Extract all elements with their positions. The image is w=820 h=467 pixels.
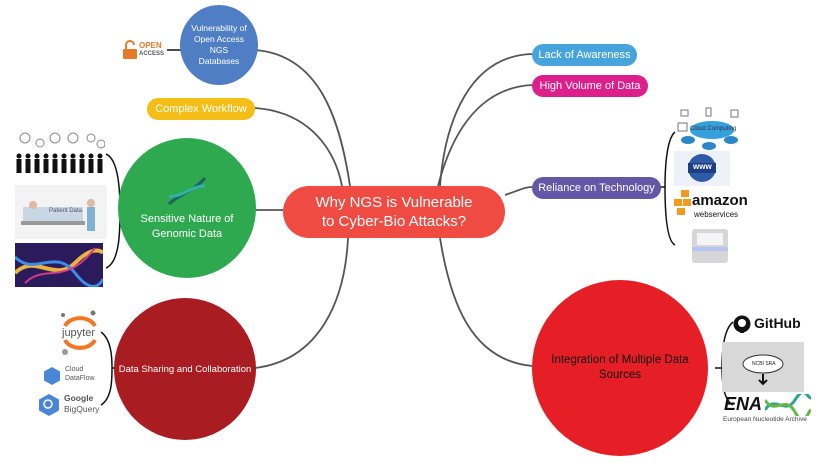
ncbi-sra-image: NCBI SRA (722, 342, 804, 392)
ena-logo: ENA European Nucleotide Archive (721, 394, 816, 426)
open-access-logo: OPEN ACCESS (122, 40, 167, 62)
hexagon-icon (44, 367, 60, 385)
node-sensitive[interactable]: Sensitive Nature of Genomic Data (118, 138, 256, 278)
central-topic[interactable]: Why NGS is Vulnerable to Cyber-Bio Attac… (283, 186, 505, 238)
node-open-access-label: Vulnerability of Open Access NGS Databas… (191, 23, 247, 66)
cloud-dataflow-logo: Cloud DataFlow (42, 365, 102, 387)
sequencer-image (688, 228, 732, 264)
dna-helix-icon (765, 394, 811, 416)
population-image (15, 128, 105, 180)
aws-logo: amazon webservices (673, 188, 748, 226)
cloud-computing-image: Cloud Computing (676, 106, 742, 150)
aws-cubes-icon (674, 190, 691, 215)
central-title: Why NGS is Vulnerable to Cyber-Bio Attac… (315, 194, 473, 230)
node-complex-workflow[interactable]: Complex Workflow (147, 98, 255, 120)
node-high-volume[interactable]: High Volume of Data (532, 75, 648, 97)
padlock-icon (123, 40, 137, 59)
connector-open-access (254, 49, 351, 187)
dna-icon (167, 176, 207, 206)
connector-high-volume (437, 84, 533, 187)
patient-bed-image: Patient Data (15, 185, 107, 239)
node-lack-awareness[interactable]: Lack of Awareness (532, 44, 637, 66)
connector-complex-workflow (254, 107, 343, 187)
github-icon (733, 315, 751, 333)
connector-integration (439, 237, 533, 367)
connector-data-sharing (254, 237, 349, 369)
node-reliance[interactable]: Reliance on Technology (532, 177, 661, 199)
www-image: www (674, 151, 730, 186)
node-data-sharing[interactable]: Data Sharing and Collaboration (114, 298, 256, 440)
hexagon-icon (39, 394, 59, 416)
connector-lack-awareness (439, 53, 533, 187)
connector-reliance (504, 186, 533, 196)
google-bigquery-logo: Google BigQuery (37, 393, 103, 417)
github-logo: GitHub (733, 314, 813, 334)
dna-helix-image (15, 243, 103, 287)
node-integration[interactable]: Integration of Multiple Data Sources (532, 280, 708, 456)
jupyter-logo: jupyter (57, 310, 103, 356)
node-open-access[interactable]: Vulnerability of Open Access NGS Databas… (180, 5, 258, 85)
